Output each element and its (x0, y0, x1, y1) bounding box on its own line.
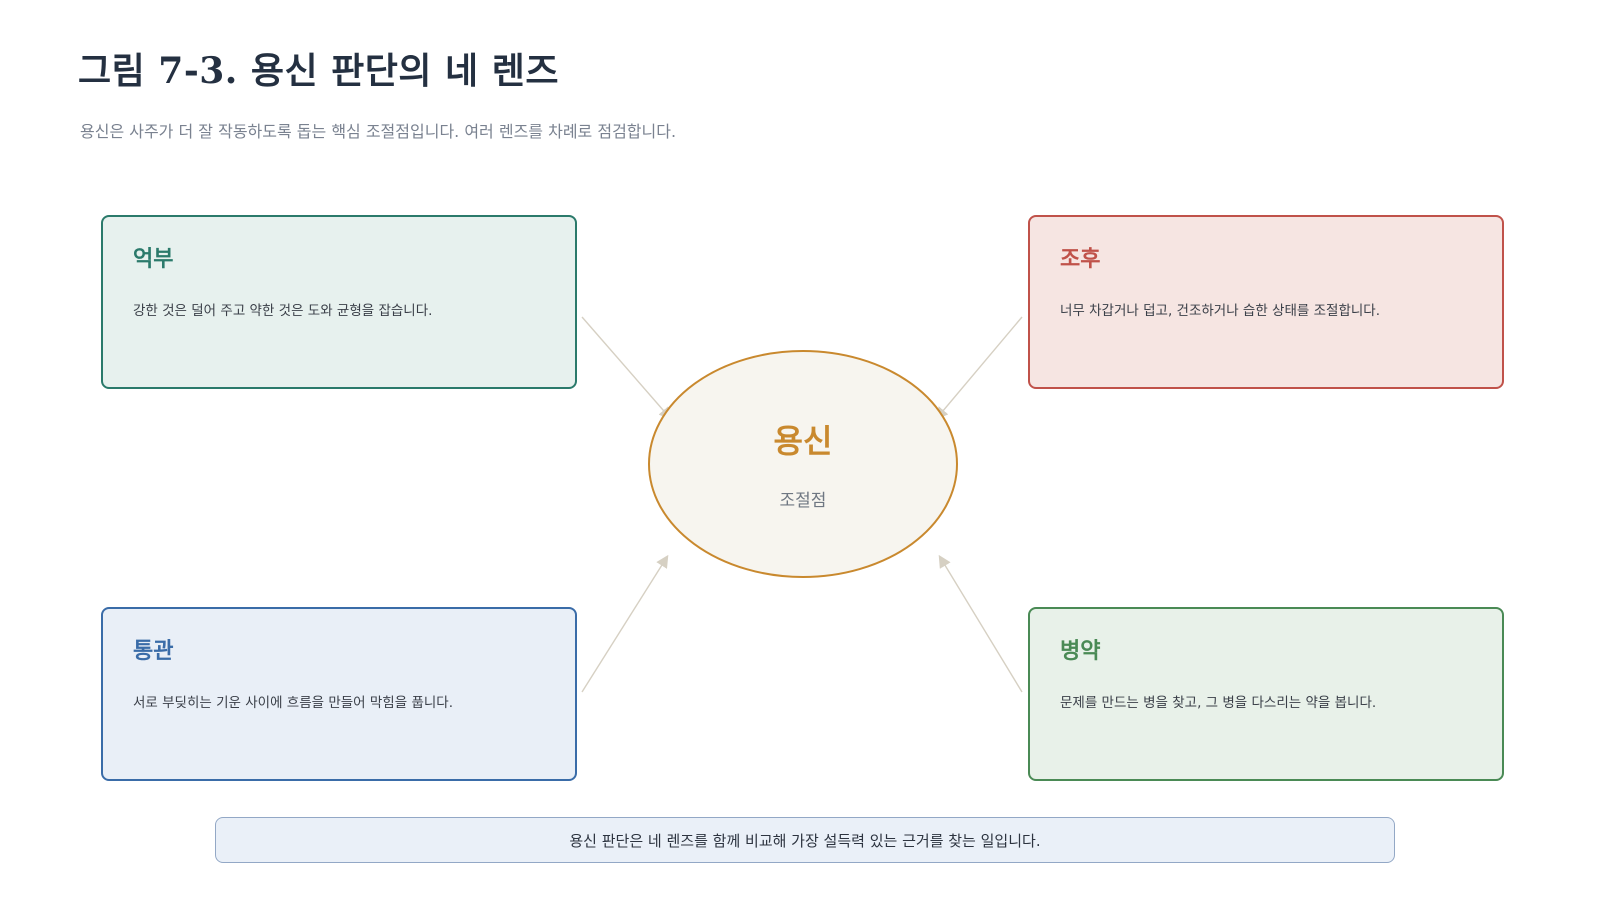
lens-card-eokbu: 억부 강한 것은 덜어 주고 약한 것은 도와 균형을 잡습니다. (101, 215, 577, 389)
arrow-johu-to-center (935, 316, 1023, 420)
lens-name: 조후 (1060, 247, 1101, 272)
arrow-tonggwan-to-center (581, 554, 669, 693)
lens-name: 통관 (133, 639, 174, 664)
center-node-title: 용신 (773, 422, 833, 460)
figure-subtitle: 용신은 사주가 더 잘 작동하도록 돕는 핵심 조절점입니다. 여러 렌즈를 차… (80, 122, 677, 141)
summary-note: 용신 판단은 네 렌즈를 함께 비교해 가장 설득력 있는 근거를 찾는 일입니… (215, 817, 1395, 863)
lens-name: 병약 (1060, 639, 1101, 664)
lens-card-johu: 조후 너무 차갑거나 덥고, 건조하거나 습한 상태를 조절합니다. (1028, 215, 1504, 389)
center-node (648, 350, 958, 578)
figure-title: 그림 7-3. 용신 판단의 네 렌즈 (78, 50, 559, 92)
lens-description: 서로 부딪히는 기운 사이에 흐름을 만들어 막힘을 풉니다. (133, 695, 453, 711)
center-node-subtitle: 조절점 (779, 491, 827, 511)
arrow-eokbu-to-center (581, 316, 672, 420)
arrow-byeongyak-to-center (938, 554, 1023, 693)
lens-card-byeongyak: 병약 문제를 만드는 병을 찾고, 그 병을 다스리는 약을 봅니다. (1028, 607, 1504, 781)
lens-description: 문제를 만드는 병을 찾고, 그 병을 다스리는 약을 봅니다. (1060, 695, 1377, 711)
lens-description: 강한 것은 덜어 주고 약한 것은 도와 균형을 잡습니다. (133, 303, 433, 319)
lens-name: 억부 (133, 247, 174, 272)
lens-description: 너무 차갑거나 덥고, 건조하거나 습한 상태를 조절합니다. (1060, 303, 1380, 319)
lens-card-tonggwan: 통관 서로 부딪히는 기운 사이에 흐름을 만들어 막힘을 풉니다. (101, 607, 577, 781)
